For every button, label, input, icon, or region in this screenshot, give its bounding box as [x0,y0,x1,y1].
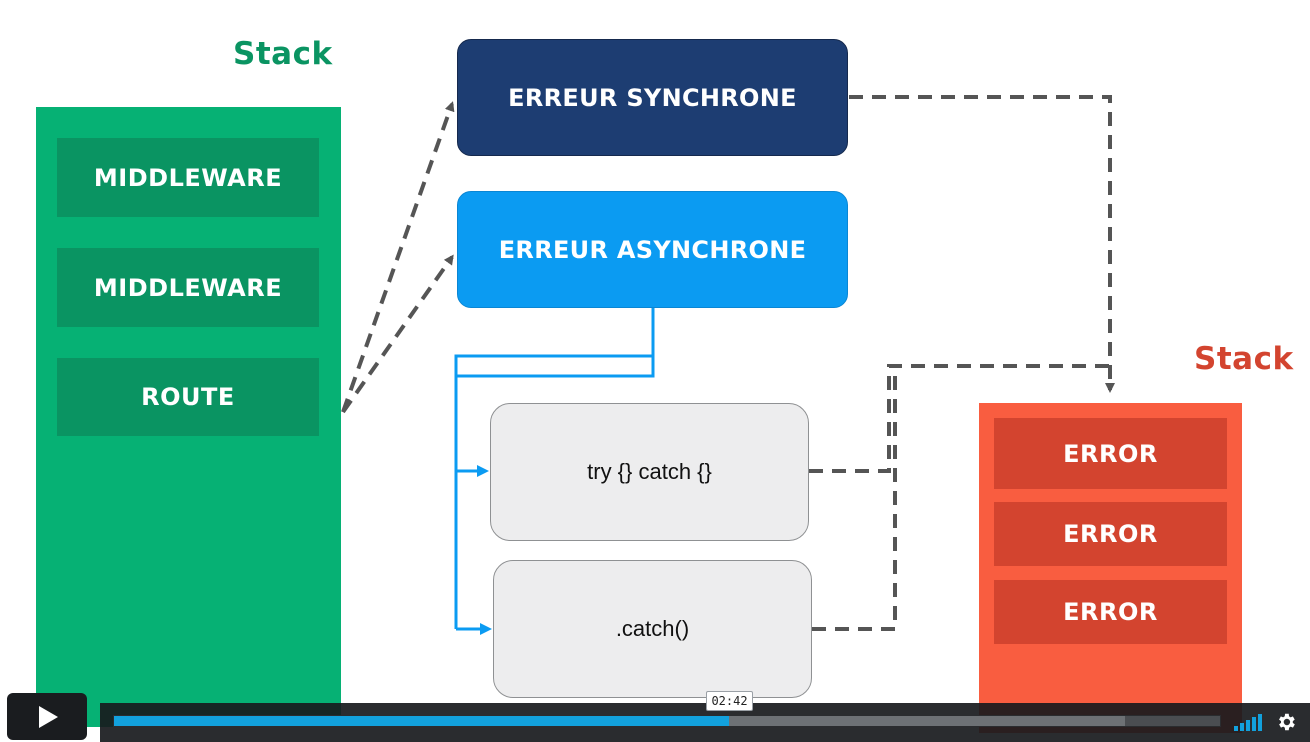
async-trunk-line [454,354,653,629]
try-catch-box: try {} catch {} [490,403,809,541]
catch-to-stack-line [812,366,897,631]
async-error-box: ERREUR ASYNCHRONE [457,191,848,308]
progress-bar[interactable] [113,715,1221,727]
play-button[interactable] [7,693,87,740]
current-time-tooltip: 02:42 [706,691,753,711]
player-control-bar [100,703,1310,742]
route-item: ROUTE [57,358,319,436]
sync-error-box: ERREUR SYNCHRONE [457,39,848,156]
right-stack-title: Stack [1194,341,1294,377]
catch-method-box: .catch() [493,560,812,698]
middleware-item-2: MIDDLEWARE [57,248,319,327]
sync-to-stack-line [849,95,1115,393]
volume-icon[interactable] [1234,713,1264,731]
error-item-2: ERROR [994,502,1227,566]
error-item-3: ERROR [994,580,1227,644]
route-to-sync-arrow [341,101,455,413]
settings-gear-icon[interactable] [1275,711,1297,733]
error-item-1: ERROR [994,418,1227,489]
play-icon [39,705,58,728]
played-fill [114,716,729,726]
middleware-item-1: MIDDLEWARE [57,138,319,217]
left-stack-title: Stack [233,36,333,72]
route-to-async-arrow [341,254,454,414]
async-branch-line [456,308,655,378]
